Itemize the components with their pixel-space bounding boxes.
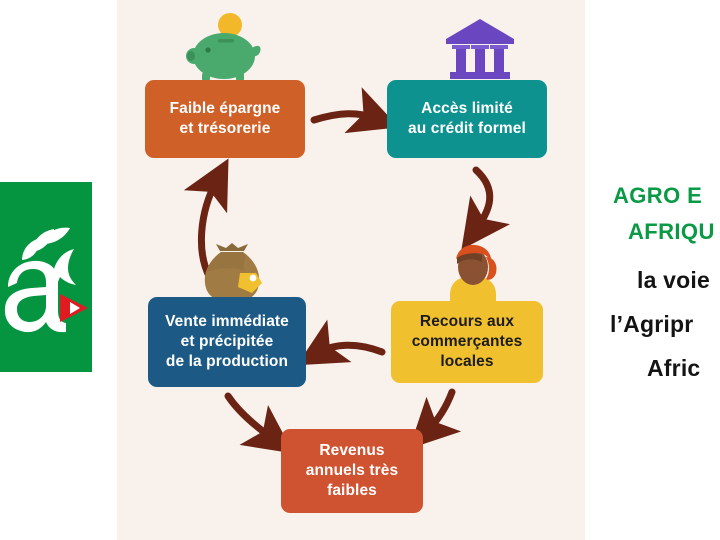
piggy-bank-icon (186, 12, 266, 84)
woman-trader-icon (442, 243, 504, 305)
headline-line-5: Afric (647, 355, 701, 381)
headline-line-4: l’Agripr (610, 311, 694, 337)
headline-line-3: la voie (637, 267, 710, 293)
node-revenus-faibles[interactable]: Revenus annuels très faibles (281, 429, 423, 513)
node-acces-credit[interactable]: Accès limité au crédit formel (387, 80, 547, 158)
agro-a-leaf-logo-icon (4, 227, 88, 333)
money-bag-icon (196, 243, 268, 303)
brand-logo-tile (0, 182, 92, 372)
node-recours-commercantes[interactable]: Recours aux commerçantes locales (391, 301, 543, 383)
node-label: Recours aux commerçantes locales (411, 313, 523, 370)
node-label: Revenus annuels très faibles (305, 442, 399, 499)
headline-line-1: AGRO E (613, 183, 703, 208)
node-label: Vente immédiate et précipitée de la prod… (165, 313, 289, 370)
node-label: Accès limité au crédit formel (408, 100, 526, 137)
node-label: Faible épargne et trésorerie (169, 100, 281, 137)
bank-icon (444, 16, 516, 84)
node-faible-epargne[interactable]: Faible épargne et trésorerie (145, 80, 305, 158)
node-vente-immediate[interactable]: Vente immédiate et précipitée de la prod… (148, 297, 306, 387)
headline-line-2: AFRIQU (628, 219, 715, 244)
